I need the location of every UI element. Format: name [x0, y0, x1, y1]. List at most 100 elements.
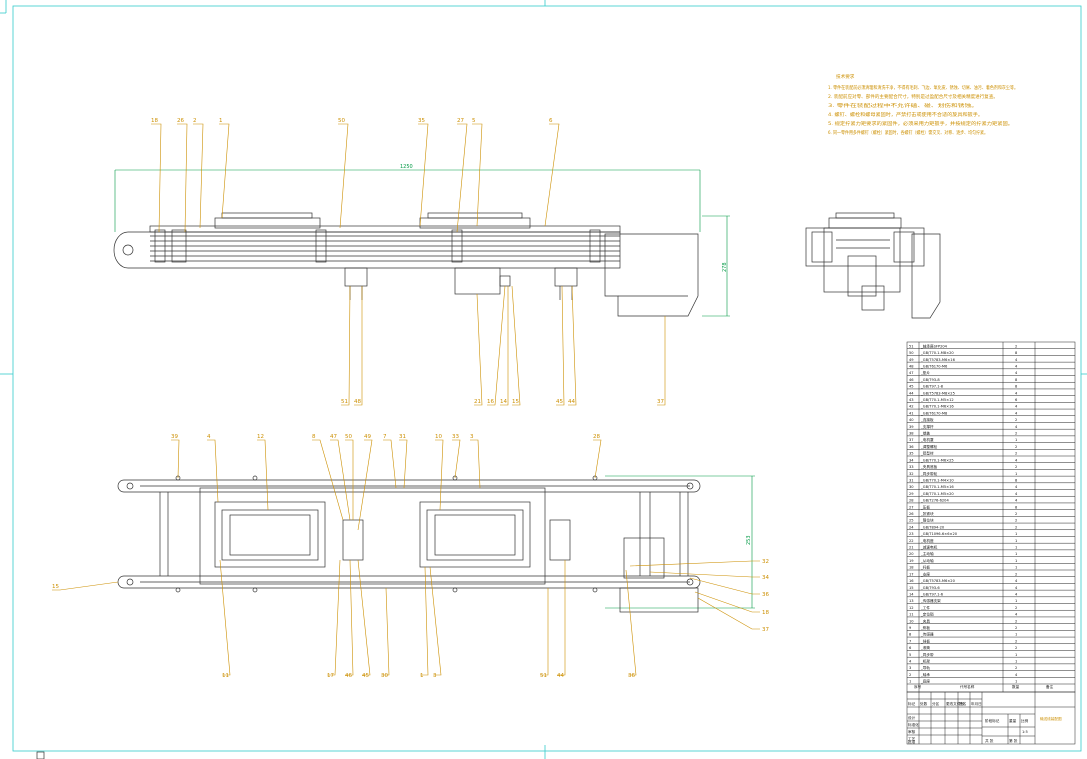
bom-row-name: _主动轴: [920, 551, 934, 556]
bom-row-qty: 2: [1015, 619, 1017, 623]
top-label-39: 39: [171, 434, 178, 440]
tech-req-line-3: 3. 零件在装配过程中不允许磕、碰、划伤和锈蚀。: [828, 102, 978, 109]
bom-row-no: 33: [909, 465, 914, 469]
drawing-title: 输送线装配图: [1040, 716, 1062, 721]
bom-row-no: 17: [909, 572, 914, 576]
top-label-44: 44: [557, 673, 564, 679]
top-label-18: 18: [762, 610, 769, 616]
bom-row-qty: 4: [1015, 405, 1018, 409]
bom-row-name: _GB/T70.1-M8×20: [920, 351, 954, 355]
bom-row-qty: 1: [1015, 680, 1017, 684]
top-label-32: 32: [762, 559, 769, 565]
top-label-47: 47: [330, 434, 337, 440]
tech-req-line-2: 2. 装配前应对零、部件的主要配合尺寸，特别是过盈配合尺寸及相关精度进行复查。: [828, 93, 998, 100]
bom-row-name: _GB/T6170-M6: [920, 364, 948, 368]
bom-row-qty: 4: [1015, 579, 1018, 583]
bom-grid: [906, 341, 1076, 693]
bom-row-no: 38: [909, 432, 914, 436]
bom-row-name: _从动轴: [920, 558, 934, 563]
bom-row-name: _压板: [920, 504, 930, 509]
bom-row-name: _垫片: [920, 370, 930, 375]
front-dimension-lines: [114, 169, 730, 317]
bom-row-name: _支撑杆: [920, 424, 934, 429]
bom-row-no: 47: [909, 371, 914, 375]
bom-row-qty: 1: [1015, 566, 1017, 570]
bom-row-name: _轴承: [920, 672, 930, 677]
bom-row-qty: 4: [1015, 391, 1018, 395]
top-view: [117, 475, 755, 613]
bom-row-name: _调整螺栓: [920, 444, 938, 449]
title-block-cell: 比例: [1021, 718, 1029, 723]
top-label-15: 15: [52, 584, 59, 590]
bom-row-no: 25: [909, 519, 914, 523]
top-label-4: 4: [207, 434, 211, 440]
top-label-11: 11: [222, 673, 229, 679]
front-label-14: 14: [500, 399, 507, 405]
bom-row-qty: 8: [1015, 378, 1018, 382]
bom-row-name: _挡板: [920, 638, 930, 643]
bom-row-no: 8: [909, 633, 912, 637]
bom-row-name: _导轨: [920, 665, 930, 670]
bom-row-no: 48: [909, 364, 914, 368]
bom-row-name: _GB/T276-6204: [920, 499, 949, 503]
bom-row-no: 19: [909, 559, 914, 563]
top-dimension-lines: [605, 475, 755, 609]
bom-header-qty: 数量: [1012, 684, 1020, 689]
top-label-3: 3: [470, 434, 474, 440]
bom-row-qty: 4: [1015, 586, 1018, 590]
bom-row-name: _同步带: [920, 652, 934, 657]
bom-row-no: 41: [909, 411, 914, 415]
top-label-36b: 36: [628, 673, 635, 679]
front-label-48: 48: [354, 399, 361, 405]
bom-row-name: _传感器: [920, 632, 934, 637]
tech-req-line-1: 1. 零件在装配前必须清理和清洗干净，不得有毛刺、飞边、氧化皮、锈蚀、切屑、油污…: [828, 84, 1018, 91]
bom-row-no: 10: [909, 619, 914, 623]
title-block-cell: 更改文件号: [946, 701, 964, 706]
bom-row-name: _滚筒: [920, 645, 930, 650]
bom-row-qty: 4: [1015, 499, 1018, 503]
title-block-cell: 标准化: [908, 722, 919, 727]
bom-row-name: _定位销: [920, 612, 934, 617]
bom-row-name: _GB/T97.1-6: [920, 592, 944, 596]
bom-row-qty: 8: [1015, 385, 1018, 389]
bom-row-name: _张紧块: [920, 511, 934, 516]
bom-row-no: 5: [909, 653, 911, 657]
bom-row-qty: 4: [1015, 485, 1018, 489]
bom-row-name: _GB/T93-8: [920, 378, 940, 382]
bom-row-qty: 2: [1015, 418, 1017, 422]
bom-row-no: 12: [909, 606, 914, 610]
bom-row-qty: 2: [1015, 465, 1017, 469]
bom-row-name: _连接板: [920, 417, 934, 422]
bom-row-qty: 1: [1015, 539, 1017, 543]
top-label-12: 12: [257, 434, 264, 440]
bom-row-name: _同步带轮: [920, 471, 938, 476]
title-block-cell: 工艺: [908, 736, 916, 741]
front-label-35: 35: [418, 118, 425, 124]
bom-row-no: 39: [909, 425, 914, 429]
front-label-1: 1: [219, 118, 223, 124]
bom-row-qty: 6: [1015, 398, 1018, 402]
bom-row-no: 50: [909, 351, 914, 355]
bom-row-no: 15: [909, 586, 914, 590]
top-label-17: 17: [327, 673, 334, 679]
bom-row-no: 34: [909, 458, 914, 462]
dim-overall-length: 1250: [400, 164, 413, 170]
title-block-cell: 分区: [932, 701, 940, 706]
tech-req-line-5: 5. 规定拧紧力矩要求的紧固件，必须采用力矩扳手，并按规定的拧紧力矩紧固。: [828, 120, 1013, 127]
bom-header-note: 备注: [1046, 684, 1054, 689]
title-block-cell: 处数: [920, 701, 928, 706]
bom-row-name: _电机座: [920, 538, 934, 543]
bom-row-qty: 1: [1015, 472, 1017, 476]
title-block: [906, 691, 1076, 745]
bom-row-qty: 4: [1015, 425, 1018, 429]
top-label-8: 8: [312, 434, 316, 440]
bom-row-no: 31: [909, 478, 914, 482]
bom-row-qty: 4: [1015, 592, 1018, 596]
front-label-51: 51: [341, 399, 348, 405]
front-leader-lines-bottom: [341, 285, 666, 406]
bom-row-name: _GB/T70.1-M6×16: [920, 405, 954, 409]
bom-row-qty: 2: [1015, 525, 1017, 529]
title-block-cell: 年月日: [971, 701, 982, 706]
